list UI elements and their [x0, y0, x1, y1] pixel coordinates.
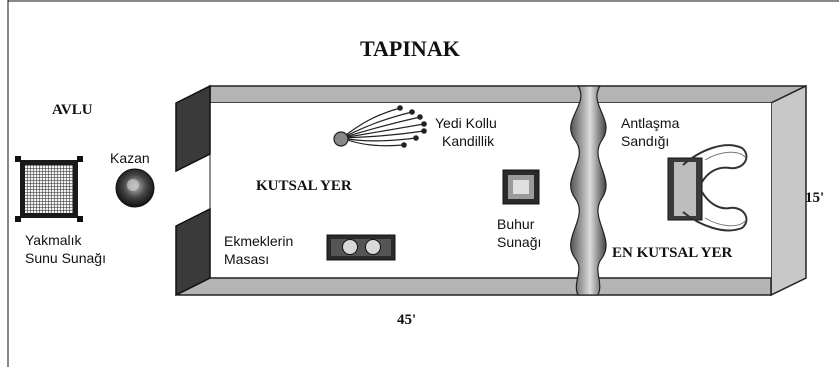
label-laver: Kazan	[110, 150, 150, 166]
label-most-holy-place: EN KUTSAL YER	[612, 245, 733, 261]
label-ark-line1: Antlaşma	[621, 115, 680, 131]
label-lampstand-line1: Yedi Kollu	[435, 115, 497, 131]
label-ark-line2: Sandığı	[621, 133, 670, 149]
entrance-lower-pillar	[175, 207, 211, 297]
back-wall	[209, 85, 807, 104]
label-holy-place: KUTSAL YER	[256, 178, 352, 194]
lampstand-icon	[333, 105, 427, 148]
entrance-upper-pillar	[175, 84, 211, 173]
incense-altar-icon	[502, 169, 540, 205]
right-end-wall	[770, 84, 807, 297]
label-incense-line1: Buhur	[497, 216, 535, 232]
showbread-table-icon	[326, 234, 396, 261]
label-altar-line1: Yakmalık	[25, 232, 82, 248]
label-courtyard: AVLU	[52, 102, 93, 118]
label-table-line1: Ekmeklerin	[224, 233, 294, 249]
veil-curtain	[570, 85, 607, 296]
altar-icon	[15, 156, 83, 222]
laver-icon	[115, 168, 155, 208]
ark-icon	[667, 144, 748, 232]
dimension-width: 15'	[805, 190, 825, 206]
label-altar-line2: Sunu Sunağı	[25, 250, 106, 266]
label-incense-line2: Sunağı	[497, 234, 542, 250]
label-lampstand-line2: Kandillik	[442, 133, 495, 149]
label-table-line2: Masası	[224, 251, 270, 267]
dimension-length: 45'	[397, 312, 417, 328]
page-title: TAPINAK	[360, 36, 460, 61]
front-wall	[177, 277, 772, 296]
